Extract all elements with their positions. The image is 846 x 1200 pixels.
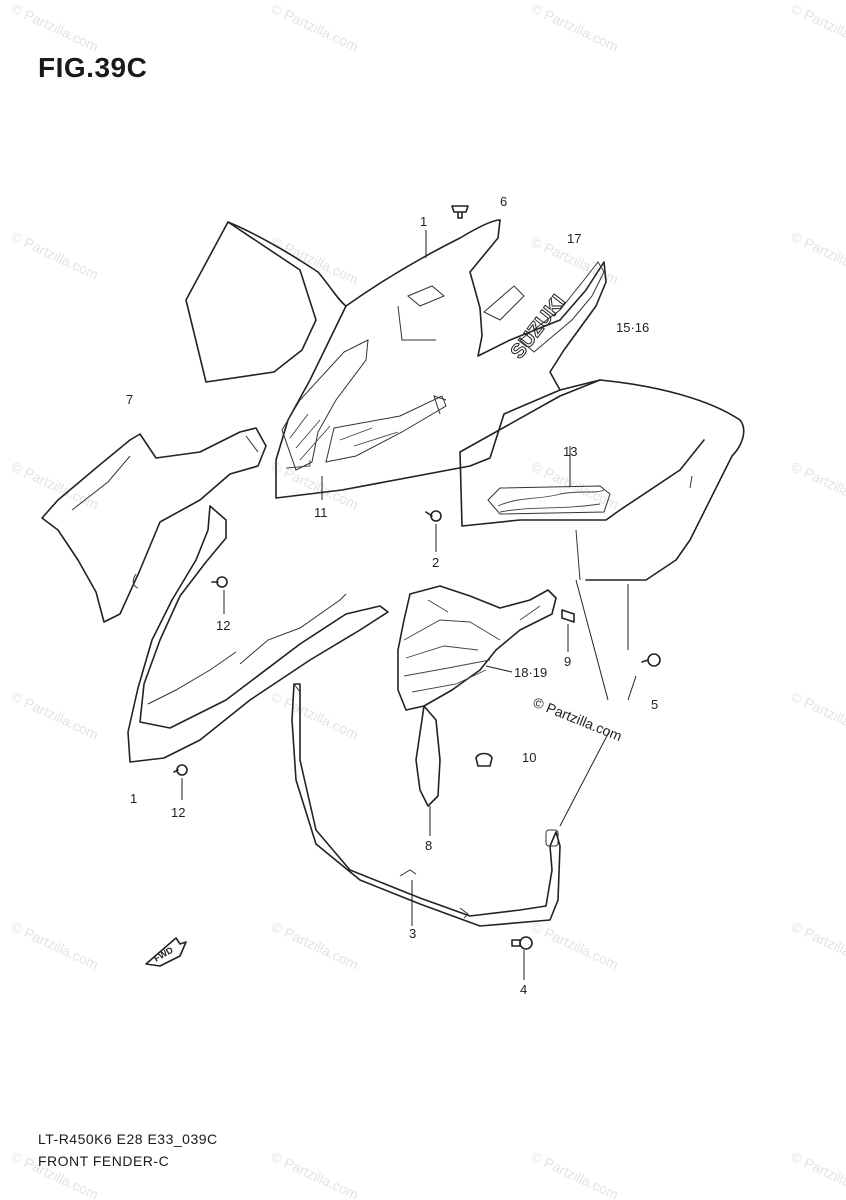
watermark-text: © Partzilla.com <box>789 1148 846 1200</box>
watermark-text: © Partzilla.com <box>9 688 101 742</box>
fwd-arrow-icon: FWD <box>145 937 187 967</box>
callouts: 1 6 17 15·16 7 13 11 2 12 9 18·19 5 10 1… <box>126 194 658 997</box>
fastener-12b <box>173 764 188 776</box>
watermark-text: © Partzilla.com <box>529 0 621 54</box>
watermark-text: © Partzilla.com <box>9 228 101 282</box>
watermark-text: © Partzilla.com <box>269 233 361 287</box>
figure-caption: FRONT FENDER-C <box>38 1153 170 1169</box>
callout-4: 4 <box>520 982 527 997</box>
callout-17: 17 <box>567 231 581 246</box>
watermark-text: © Partzilla.com <box>529 458 621 512</box>
figure-footer: LT-R450K6 E28 E33_039C FRONT FENDER-C <box>38 1128 218 1172</box>
watermark-text: © Partzilla.com <box>529 1148 621 1200</box>
callout-3: 3 <box>409 926 416 941</box>
callout-11: 11 <box>314 505 328 520</box>
fastener-12a <box>211 576 228 588</box>
fasteners <box>173 205 661 950</box>
fastener-5 <box>641 653 661 667</box>
callout-1-lower: 1 <box>130 791 137 806</box>
figure-title: FIG.39C <box>38 52 148 83</box>
callout-6: 6 <box>500 194 507 209</box>
fastener-10 <box>475 752 493 767</box>
callout-18-19: 18·19 <box>514 665 547 680</box>
callout-1: 1 <box>420 214 427 229</box>
callout-15-16: 15·16 <box>616 320 649 335</box>
brand-decal-text: SUZUKI <box>507 291 570 363</box>
callout-8: 8 <box>425 838 432 853</box>
callout-7: 7 <box>126 392 133 407</box>
watermark-text: © Partzilla.com <box>789 0 846 54</box>
watermark-grid: © Partzilla.com © Partzilla.com © Partzi… <box>9 0 846 1200</box>
drawing-code: LT-R450K6 E28 E33_039C <box>38 1131 218 1147</box>
fastener-9 <box>561 609 575 623</box>
side-decal-left <box>281 339 447 471</box>
front-fender-body <box>185 219 745 581</box>
fastener-6 <box>451 205 469 219</box>
watermark-text: © Partzilla.com <box>789 688 846 742</box>
fastener-4 <box>511 936 533 950</box>
watermark-text: © Partzilla.com <box>269 1148 361 1200</box>
left-side-panel <box>41 427 267 623</box>
watermark-text: © Partzilla.com <box>789 228 846 282</box>
watermark-text: © Partzilla.com <box>529 918 621 972</box>
callout-9: 9 <box>564 654 571 669</box>
splash-panel <box>397 585 557 807</box>
callout-12-lower: 12 <box>171 805 185 820</box>
side-decal-right <box>487 485 611 515</box>
watermark-text: © Partzilla.com <box>269 0 361 54</box>
callout-12-upper: 12 <box>216 618 230 633</box>
fastener-2 <box>425 510 442 522</box>
callout-13: 13 <box>563 444 577 459</box>
lower-mudguard <box>127 505 389 763</box>
watermark-text: © Partzilla.com <box>789 458 846 512</box>
watermark-text: © Partzilla.com <box>9 0 101 54</box>
watermark-text: © Partzilla.com <box>269 918 361 972</box>
watermark-text: © Partzilla.com <box>269 688 361 742</box>
watermark-text: © Partzilla.com <box>9 918 101 972</box>
callout-10: 10 <box>522 750 536 765</box>
leader-lines <box>181 230 637 980</box>
callout-2: 2 <box>432 555 439 570</box>
suzuki-decal: SUZUKI <box>506 261 605 364</box>
callout-5: 5 <box>651 697 658 712</box>
stay-bracket <box>291 683 561 927</box>
watermark-text: © Partzilla.com <box>789 918 846 972</box>
partzilla-watermark: © Partzilla.com <box>531 694 624 744</box>
